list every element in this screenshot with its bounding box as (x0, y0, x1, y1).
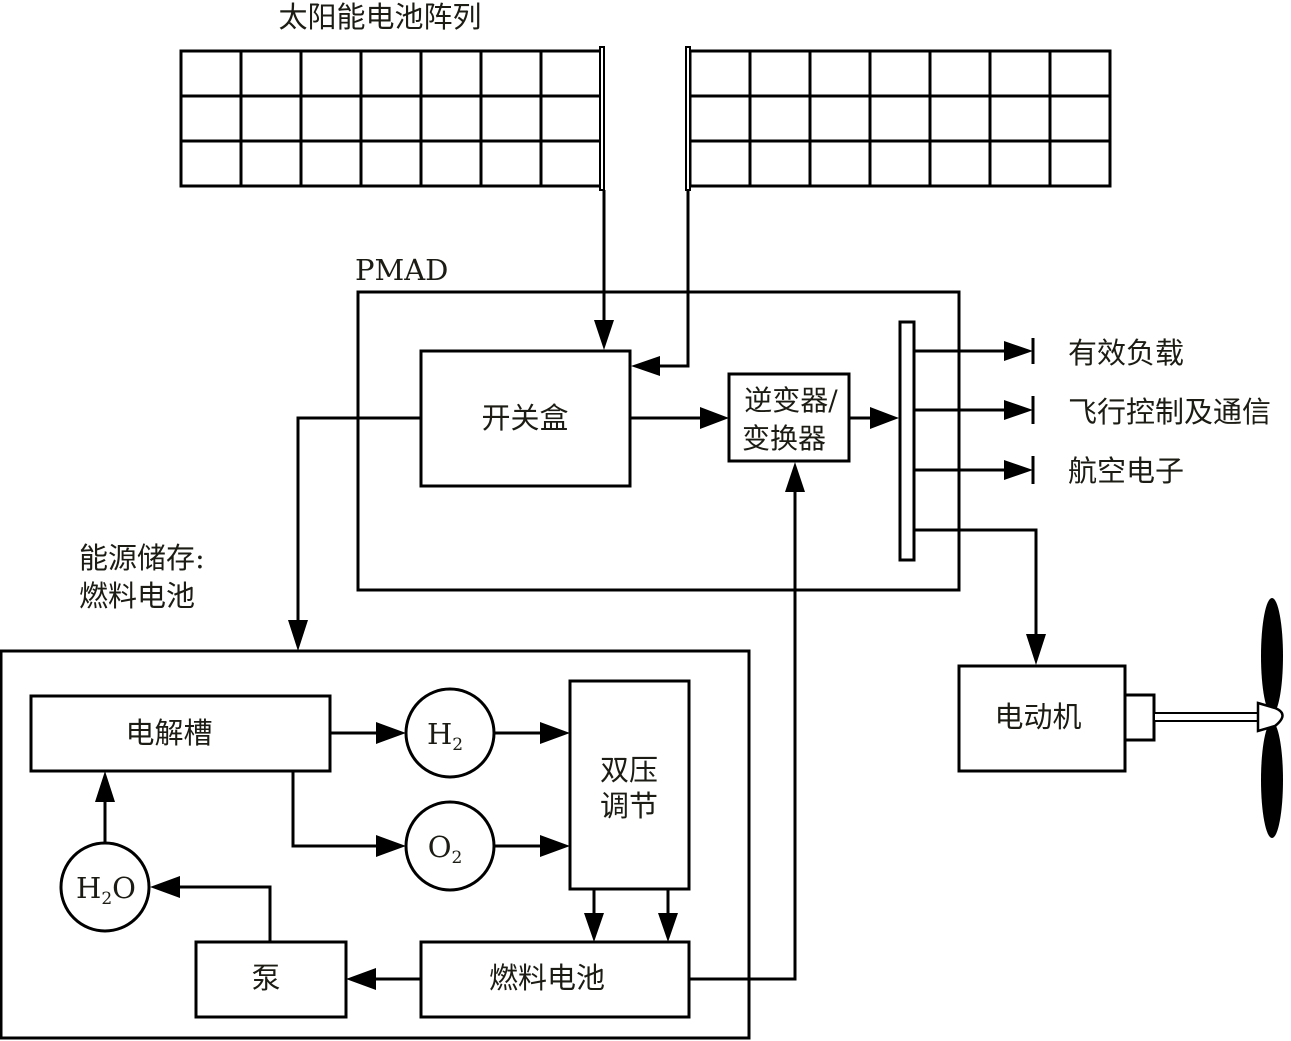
h2-subscript: 2 (452, 735, 463, 755)
solar-right-to-switch-arrow (631, 190, 690, 376)
svg-text:H2: H2 (427, 717, 463, 755)
o2-tank: O2 (404, 800, 496, 892)
load-label-flight-control: 飞行控制及通信 (1068, 395, 1271, 429)
pump-to-water-arrow (150, 876, 272, 942)
switch-to-inverter-arrow (630, 407, 729, 429)
propeller-icon (1256, 598, 1284, 838)
svg-text:O2: O2 (428, 830, 463, 868)
solar-array-title: 太阳能电池阵列 (278, 0, 481, 34)
solar-left-to-switch-arrow (594, 190, 614, 350)
pmad-box (356, 290, 961, 592)
inverter-box (727, 372, 851, 463)
o2-label: O (428, 830, 452, 864)
o2-subscript: 2 (451, 848, 462, 868)
load-arrow-flight-control (914, 396, 1035, 424)
dual-pressure-regulator-box (568, 679, 691, 891)
water-to-electrolyzer-arrow (95, 771, 115, 843)
h2-label: H (427, 717, 452, 751)
inverter-label-line1: 逆变器/ (744, 384, 838, 417)
solar-panel-left (179, 46, 605, 191)
energy-storage-box (0, 649, 751, 1040)
electrolyzer-to-o2-arrow (291, 771, 406, 857)
motor-label: 电动机 (994, 700, 1081, 734)
regulator-to-fuel-cell-arrow-2 (658, 889, 678, 942)
svg-text:H2O: H2O (76, 871, 136, 909)
h2o-subscript: 2 (101, 889, 112, 909)
h2o-label-h: H (76, 871, 101, 905)
fuel-cell-label: 燃料电池 (489, 961, 605, 995)
motor-shaft (1153, 712, 1259, 722)
fuel-cell-to-inverter-arrow (689, 462, 805, 981)
solar-panel-right (685, 46, 1112, 191)
regulator-label-line1: 双压 (600, 753, 658, 787)
load-label-payload: 有效负载 (1068, 336, 1184, 370)
pump-box (194, 940, 348, 1019)
load-label-avionics: 航空电子 (1068, 454, 1184, 488)
storage-label-line1: 能源储存: (79, 541, 205, 575)
electrolyzer-box (29, 694, 332, 773)
water-tank: H2O (59, 841, 151, 933)
regulator-to-fuel-cell-arrow-1 (584, 889, 604, 942)
o2-to-regulator-arrow (494, 835, 570, 857)
motor-shaft-housing (1123, 693, 1156, 742)
pmad-label: PMAD (355, 253, 448, 287)
h2-to-regulator-arrow (494, 722, 570, 744)
motor-box (957, 664, 1127, 773)
h2o-label-o: O (112, 871, 136, 905)
h2-tank: H2 (404, 687, 496, 779)
storage-label-line2: 燃料电池 (79, 579, 195, 613)
fuel-cell-to-pump-arrow (346, 968, 421, 990)
switch-to-storage-arrow (288, 416, 421, 651)
load-arrow-payload (914, 338, 1035, 364)
pump-label: 泵 (251, 961, 280, 995)
power-bus-bar (898, 320, 916, 562)
load-arrow-avionics (914, 456, 1035, 484)
switch-box-label: 开关盒 (481, 401, 568, 435)
regulator-label-line2: 调节 (600, 789, 658, 823)
electrolyzer-label: 电解槽 (125, 716, 212, 750)
inverter-label-line2: 变换器 (742, 422, 826, 455)
electrolyzer-to-h2-arrow (330, 722, 406, 744)
inverter-to-bus-arrow (849, 407, 899, 429)
bus-to-motor-arrow (914, 528, 1046, 665)
